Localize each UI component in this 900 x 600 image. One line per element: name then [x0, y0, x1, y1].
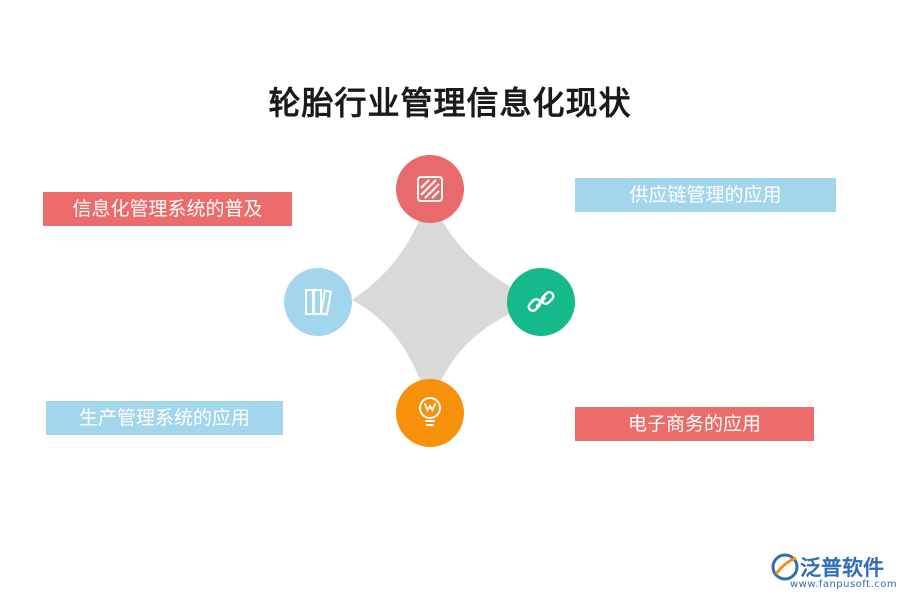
- books-icon: [305, 289, 333, 316]
- node-bottom: [396, 379, 464, 447]
- striped-square-icon: [417, 176, 443, 202]
- logo-name: 泛普软件: [800, 556, 884, 580]
- node-left: [284, 268, 352, 336]
- node-right: [507, 268, 575, 336]
- label-info-system-popularity: 信息化管理系统的普及: [43, 192, 292, 226]
- logo-url: www.fanpusoft.com: [790, 579, 898, 590]
- label-ecommerce: 电子商务的应用: [575, 407, 814, 441]
- lightbulb-icon: [419, 397, 441, 426]
- brand-logo: 泛普软件 www.fanpusoft.com: [768, 552, 898, 596]
- page-title: 轮胎行业管理信息化现状: [268, 84, 632, 122]
- star-shape: [352, 190, 540, 412]
- label-production-management: 生产管理系统的应用: [46, 401, 283, 435]
- label-supply-chain: 供应链管理的应用: [575, 178, 836, 212]
- logo-mark-icon: [771, 553, 799, 581]
- node-top: [396, 155, 464, 223]
- link-icon: [527, 291, 555, 312]
